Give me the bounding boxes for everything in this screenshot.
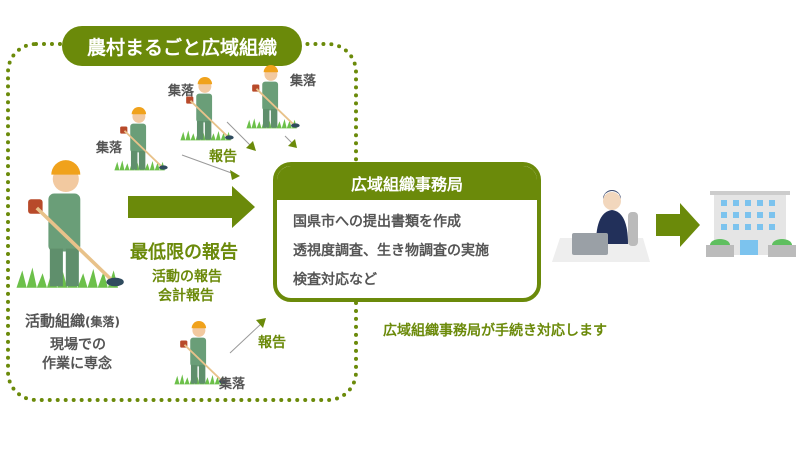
thin-arrow (226, 121, 254, 149)
arrow-to-government-icon (656, 203, 700, 247)
minimum-report-item: 会計報告 (158, 288, 214, 304)
office-item: 国県市への提出書類を作成 (293, 214, 461, 230)
worker-icon (113, 106, 169, 172)
settlement-label: 集落 (290, 74, 317, 89)
group-title: 農村まるごと広域組織 (62, 26, 302, 66)
office-note: 広域組織事務局が手続き対応します (383, 323, 607, 339)
minimum-report-title: 最低限の報告 (130, 242, 238, 263)
office-box: 広域組織事務局 国県市への提出書類を作成 透視度調査、生き物調査の実施 検査対応… (273, 162, 541, 302)
report-arrows (181, 121, 297, 354)
thin-arrow (181, 154, 238, 176)
office-item: 透視度調査、生き物調査の実施 (293, 243, 489, 259)
report-label: 報告 (209, 149, 237, 165)
office-title: 広域組織事務局 (277, 166, 537, 200)
government-building-icon (706, 191, 796, 257)
thin-arrow (229, 322, 263, 354)
report-label: 報告 (258, 335, 286, 351)
big-arrow-icon (128, 186, 255, 228)
activity-org-title: 活動組織(集落) (25, 312, 120, 330)
settlement-label: 集落 (168, 84, 195, 99)
settlement-label: 集落 (96, 141, 123, 156)
worker-main-icon (14, 158, 126, 290)
minimum-report-item: 活動の報告 (152, 269, 222, 285)
activity-org-line: 作業に専念 (42, 356, 112, 372)
settlement-label: 集落 (219, 377, 246, 392)
activity-org-line: 現場での (50, 337, 106, 353)
office-worker-icon (552, 190, 650, 262)
office-item: 検査対応など (293, 272, 377, 288)
